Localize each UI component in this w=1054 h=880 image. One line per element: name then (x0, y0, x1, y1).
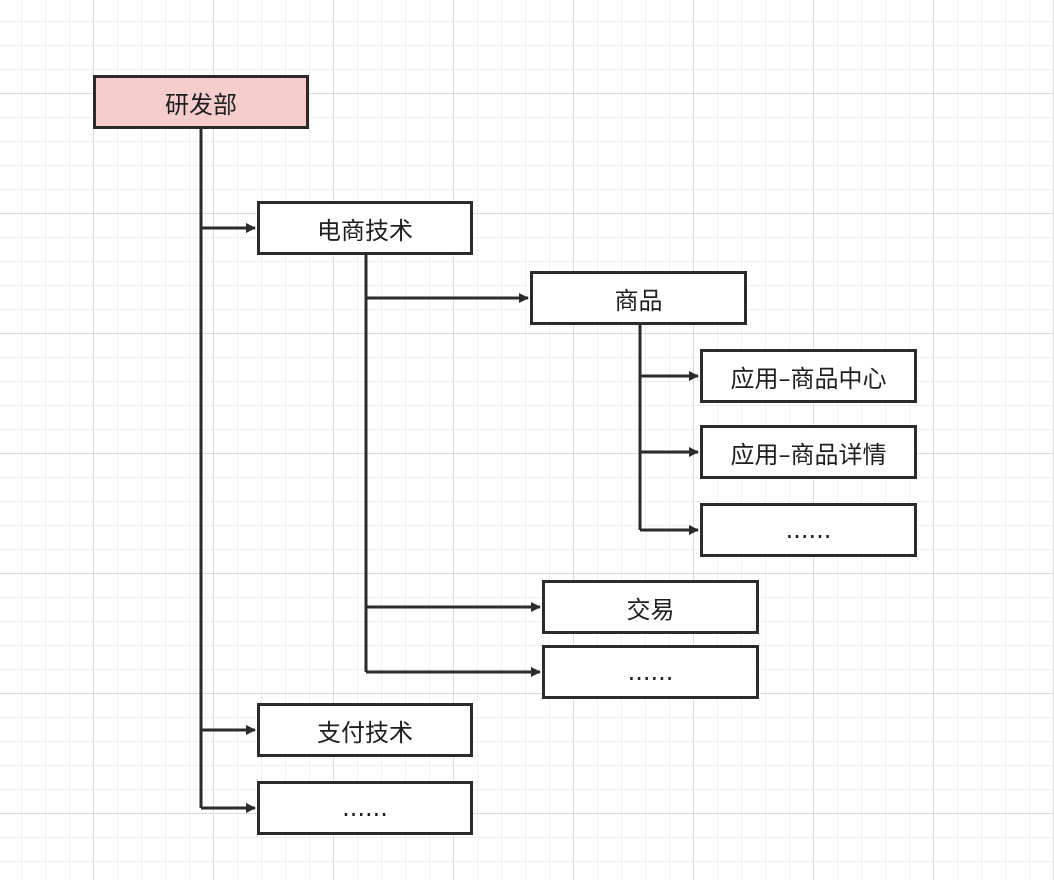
node-payment[interactable]: 支付技术 (257, 703, 473, 757)
node-root[interactable]: 研发部 (93, 75, 309, 129)
node-goods-more[interactable]: ...... (700, 503, 917, 557)
node-goods[interactable]: 商品 (530, 271, 747, 325)
node-root-more[interactable]: ...... (257, 781, 473, 835)
node-goods-detail[interactable]: 应用–商品详情 (700, 425, 917, 479)
node-trade[interactable]: 交易 (542, 580, 759, 634)
node-ecommerce[interactable]: 电商技术 (257, 201, 473, 255)
node-goods-center[interactable]: 应用–商品中心 (700, 349, 917, 403)
node-ecommerce-more[interactable]: ...... (542, 645, 759, 699)
